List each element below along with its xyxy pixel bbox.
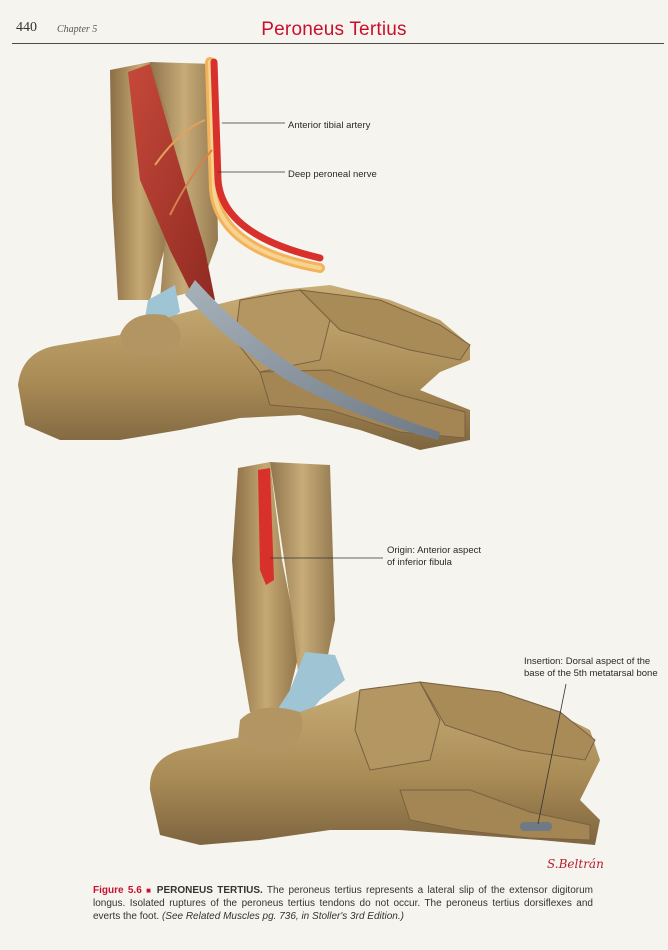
peroneus-tertius-muscle xyxy=(128,64,215,300)
callout-insertion-line1: Insertion: Dorsal aspect of the xyxy=(524,656,651,667)
top-figure xyxy=(18,57,471,450)
metatarsals-lower xyxy=(419,681,596,761)
talus-bone xyxy=(120,314,181,356)
callout-deep-peroneal-nerve: Deep peroneal nerve xyxy=(288,169,377,180)
peroneus-tertius-tendon xyxy=(185,280,440,440)
insertion-leader-line xyxy=(537,683,567,825)
bottom-figure xyxy=(149,462,600,845)
page-title: Peroneus Tertius xyxy=(261,19,407,40)
header-rule xyxy=(12,43,664,44)
page-number: 440 xyxy=(16,20,37,35)
callout-origin-line1: Origin: Anterior aspect xyxy=(387,545,481,556)
page-header: 440 Chapter 5 Peroneus Tertius xyxy=(0,0,668,46)
callout-anterior-tibial-artery: Anterior tibial artery xyxy=(288,120,371,131)
callout-origin-line2: of inferior fibula xyxy=(387,557,452,568)
insertion-marker xyxy=(520,822,552,831)
artist-signature: S.Beltrán xyxy=(547,857,604,871)
tibia-bone-lower xyxy=(270,462,335,690)
metatarsals-top xyxy=(298,289,471,361)
anatomy-illustration xyxy=(0,46,668,886)
talus-bone-lower xyxy=(238,707,303,753)
artery-branch xyxy=(169,149,213,216)
fibula-bone-lower xyxy=(232,462,300,712)
origin-marker xyxy=(258,468,274,585)
caption-body: The peroneus tertius represents a latera… xyxy=(93,885,593,922)
figure-number: Figure 5.6 xyxy=(93,885,142,896)
anatomy-drawing xyxy=(18,57,600,845)
ankle-cartilage-lower xyxy=(272,652,345,725)
nerve-highlight xyxy=(208,60,322,270)
caption-bullet: ■ xyxy=(146,886,153,895)
caption-reference: (See Related Muscles pg. 736, in Stoller… xyxy=(161,911,404,922)
callout-insertion-line2: base of the 5th metatarsal bone xyxy=(524,668,658,679)
callout-origin: Origin: Anterior aspect of inferior fibu… xyxy=(387,545,481,569)
figure-title: PERONEUS TERTIUS. xyxy=(156,885,263,896)
chapter-label: Chapter 5 xyxy=(57,24,98,35)
callout-insertion: Insertion: Dorsal aspect of the base of … xyxy=(524,656,658,680)
figure-caption: Figure 5.6 ■ PERONEUS TERTIUS. The peron… xyxy=(93,884,593,923)
nerve-branch xyxy=(154,119,206,166)
anterior-tibial-artery xyxy=(210,58,324,262)
